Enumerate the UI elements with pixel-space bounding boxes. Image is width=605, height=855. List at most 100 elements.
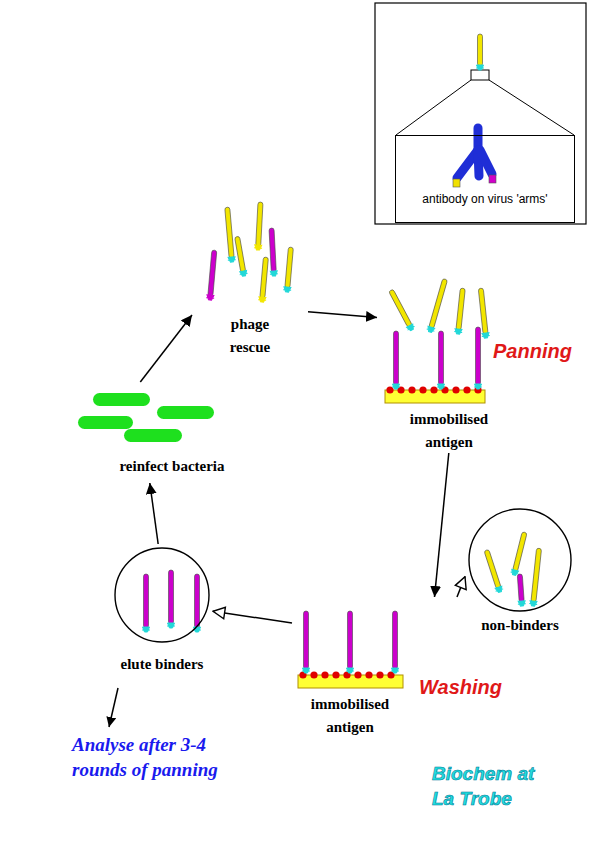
phage-body [389, 289, 413, 328]
phage-tip [302, 668, 310, 673]
phage [437, 331, 445, 389]
antigen-dot [408, 386, 415, 393]
phage-tip [206, 295, 214, 301]
analyse-note: Analyse after 3-4 rounds of panning [72, 733, 262, 782]
phage-body [439, 331, 444, 385]
phage [483, 549, 504, 593]
circle-label: non-binders [450, 614, 590, 637]
cycle-arrow [435, 453, 449, 597]
phage-body [144, 574, 149, 628]
cycle-arrow [308, 312, 377, 318]
bacterium [124, 429, 182, 442]
phage-tip [495, 586, 504, 593]
phage [142, 574, 150, 632]
phage [206, 250, 218, 301]
phage-tip [254, 245, 262, 250]
antibody-arm [457, 150, 478, 178]
phage-body [484, 549, 501, 589]
phage-body [169, 570, 174, 624]
elute-circle: elute binders [114, 547, 210, 643]
antigen-dot [419, 386, 426, 393]
cycle-arrow [213, 611, 292, 623]
zoom-line [396, 80, 471, 135]
cycle-arrow [457, 577, 465, 597]
phage-body [429, 278, 448, 328]
zoom-line [489, 80, 574, 135]
phage [476, 34, 484, 70]
phage-body [195, 574, 200, 628]
circle-outline [469, 509, 571, 611]
antigen-dot [354, 671, 361, 678]
antigen-label: immobilised antigen [297, 693, 403, 738]
cycle-arrow [150, 483, 158, 544]
antigen-dot [430, 386, 437, 393]
antigen-bar [298, 671, 403, 688]
phage-body [476, 327, 481, 385]
bacteria [78, 393, 214, 442]
phage-body [260, 257, 269, 298]
phage-group [142, 34, 543, 673]
phage [302, 611, 310, 673]
phage-body [394, 331, 399, 385]
antibody-tip [489, 175, 496, 183]
phage [223, 207, 236, 262]
phage-body [531, 548, 542, 602]
step-label: reinfect bacteria [84, 455, 260, 478]
phage-tip [346, 668, 354, 673]
reinfect-step: reinfect bacteria [70, 385, 260, 480]
rescue-step: phage rescue [195, 195, 305, 355]
phage [454, 288, 467, 335]
phage-body [517, 574, 524, 602]
phage-tip [270, 271, 278, 276]
phage [426, 278, 449, 333]
phage [254, 202, 265, 250]
phage-tip [518, 601, 526, 607]
phage [477, 288, 490, 339]
phage-tip [437, 384, 445, 389]
inset-box: antibody on virus 'arms' [395, 135, 575, 223]
step-title: Washing [419, 676, 519, 699]
phage-tip [142, 627, 150, 632]
phage-tip [239, 270, 248, 276]
phage-tip [406, 324, 415, 332]
phage-body [478, 288, 488, 334]
antigen-bar [385, 386, 485, 403]
inset-caption: antibody on virus 'arms' [396, 192, 574, 206]
phage-tip [454, 329, 462, 335]
washing-step: immobilised antigen Washing [295, 600, 520, 735]
phage [346, 611, 354, 673]
phage-body [513, 532, 528, 572]
zoom-box [471, 70, 489, 80]
phage-tip [481, 333, 489, 339]
phage [283, 247, 295, 293]
phage [474, 327, 482, 389]
phage-body [285, 247, 294, 288]
phage [391, 611, 399, 673]
phage-tip [228, 257, 236, 263]
phage [258, 257, 270, 303]
antigen-dot [365, 671, 372, 678]
phage [387, 288, 415, 331]
phage [529, 548, 543, 607]
bacterium [157, 406, 214, 419]
circle-outline [468, 508, 572, 612]
antigen-dot [310, 671, 317, 678]
bacterium [93, 393, 150, 406]
circle-outline [115, 548, 209, 642]
phage-body [456, 288, 465, 330]
panning-step: Panningimmobilised antigen [380, 280, 595, 450]
phage-body [304, 611, 309, 669]
phage-body [348, 611, 353, 669]
phage-tip [283, 287, 291, 293]
phage-tip [392, 384, 400, 389]
antigen-dot [376, 671, 383, 678]
antigen-dot [321, 671, 328, 678]
phage [516, 574, 526, 606]
inset-frame [375, 3, 586, 224]
phage-tip [167, 623, 175, 628]
